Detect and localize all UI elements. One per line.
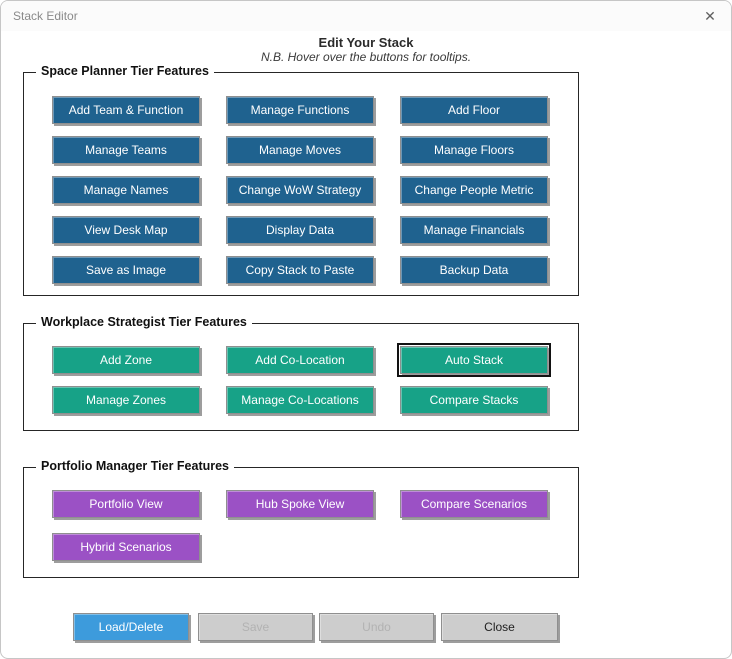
manage-floors-button[interactable]: Manage Floors — [400, 136, 548, 164]
auto-stack-button[interactable]: Auto Stack — [397, 343, 551, 377]
compare-scenarios-button[interactable]: Compare Scenarios — [400, 490, 548, 518]
load-delete-button[interactable]: Load/Delete — [73, 613, 189, 641]
close-icon[interactable]: ✕ — [704, 8, 716, 24]
manage-zones-button[interactable]: Manage Zones — [52, 386, 200, 414]
display-data-button[interactable]: Display Data — [226, 216, 374, 244]
add-zone-button[interactable]: Add Zone — [52, 346, 200, 374]
add-team-function-button[interactable]: Add Team & Function — [52, 96, 200, 124]
hybrid-scenarios-button[interactable]: Hybrid Scenarios — [52, 533, 200, 561]
manage-names-button[interactable]: Manage Names — [52, 176, 200, 204]
portfolio-manager-button-grid: Portfolio View Hub Spoke View Compare Sc… — [52, 490, 576, 576]
group-label-portfolio-manager: Portfolio Manager Tier Features — [36, 459, 235, 473]
view-desk-map-button[interactable]: View Desk Map — [52, 216, 200, 244]
manage-functions-button[interactable]: Manage Functions — [226, 96, 374, 124]
manage-teams-button[interactable]: Manage Teams — [52, 136, 200, 164]
group-workplace-strategist-tier: Workplace Strategist Tier Features Add Z… — [23, 315, 579, 431]
compare-stacks-button[interactable]: Compare Stacks — [400, 386, 548, 414]
page-subtitle: N.B. Hover over the buttons for tooltips… — [260, 50, 472, 64]
group-portfolio-manager-tier: Portfolio Manager Tier Features Portfoli… — [23, 459, 579, 578]
workplace-strategist-button-grid: Add Zone Add Co-Location Auto Stack Mana… — [52, 343, 576, 426]
manage-co-locations-button[interactable]: Manage Co-Locations — [226, 386, 374, 414]
save-button: Save — [198, 613, 313, 641]
window-title: Stack Editor — [13, 9, 78, 23]
page-title: Edit Your Stack — [318, 35, 414, 50]
group-label-workplace-strategist: Workplace Strategist Tier Features — [36, 315, 252, 329]
copy-stack-to-paste-button[interactable]: Copy Stack to Paste — [226, 256, 374, 284]
manage-moves-button[interactable]: Manage Moves — [226, 136, 374, 164]
portfolio-view-button[interactable]: Portfolio View — [52, 490, 200, 518]
group-space-planner-tier: Space Planner Tier Features Add Team & F… — [23, 64, 579, 296]
close-button[interactable]: Close — [441, 613, 558, 641]
hub-spoke-view-button[interactable]: Hub Spoke View — [226, 490, 374, 518]
space-planner-button-grid: Add Team & Function Manage Functions Add… — [52, 96, 576, 296]
change-people-metric-button[interactable]: Change People Metric — [400, 176, 548, 204]
title-bar: Stack Editor ✕ — [1, 1, 731, 31]
manage-financials-button[interactable]: Manage Financials — [400, 216, 548, 244]
group-label-space-planner: Space Planner Tier Features — [36, 64, 214, 78]
backup-data-button[interactable]: Backup Data — [400, 256, 548, 284]
add-co-location-button[interactable]: Add Co-Location — [226, 346, 374, 374]
save-as-image-button[interactable]: Save as Image — [52, 256, 200, 284]
add-floor-button[interactable]: Add Floor — [400, 96, 548, 124]
change-wow-strategy-button[interactable]: Change WoW Strategy — [226, 176, 374, 204]
undo-button: Undo — [319, 613, 434, 641]
